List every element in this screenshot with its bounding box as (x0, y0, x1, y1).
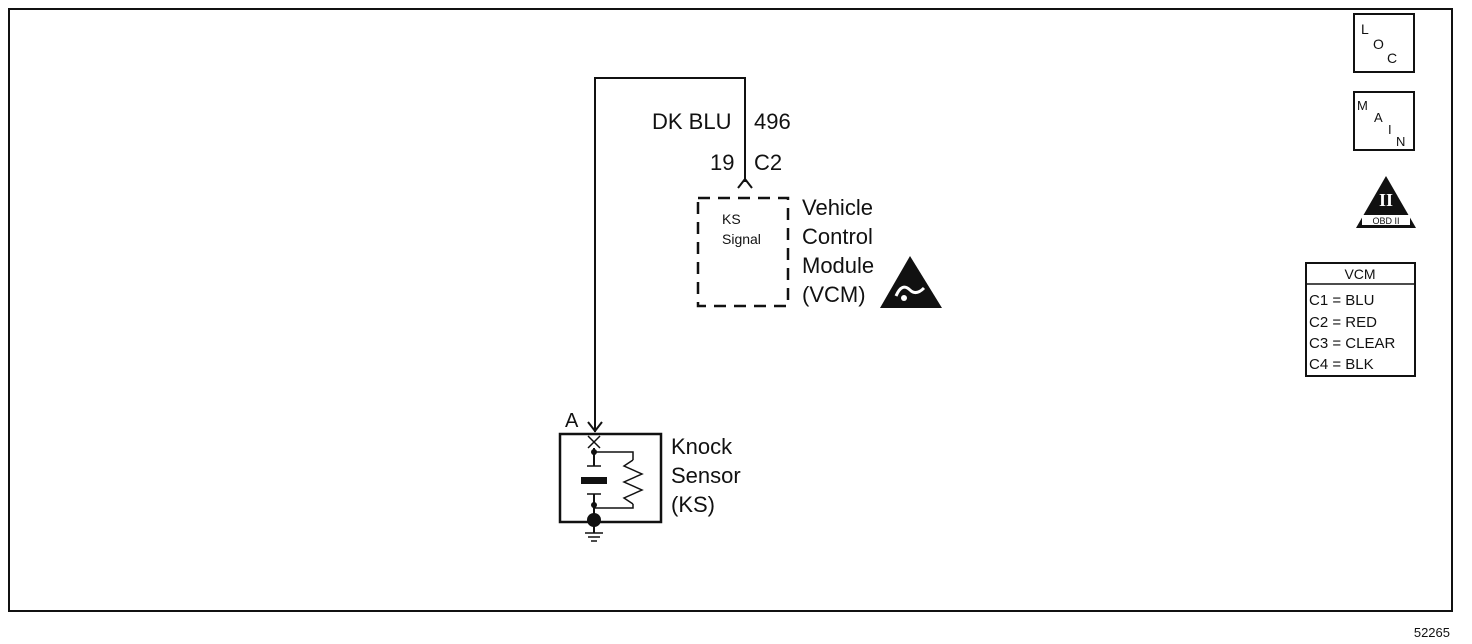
svg-text:O: O (1373, 36, 1384, 52)
legend-row: C3 = CLEAR (1309, 335, 1395, 352)
vcm-name-line2: Control (802, 224, 873, 249)
legend-row: C1 = BLU (1309, 292, 1374, 309)
vcm-name-line3: Module (802, 253, 874, 278)
connector-label: C2 (754, 150, 782, 175)
sensor-name-line1: Knock (671, 434, 733, 459)
pin-number-label: 19 (710, 150, 734, 175)
knock-sensor-box (558, 432, 663, 524)
wire-496 (587, 77, 753, 433)
svg-text:II: II (1379, 190, 1393, 210)
legend-row: C2 = RED (1309, 314, 1377, 331)
circuit-number-label: 496 (754, 109, 791, 134)
vcm-module-box (696, 196, 790, 308)
svg-text:N: N (1396, 134, 1405, 149)
sensor-name-line3: (KS) (671, 492, 715, 517)
diagram-frame (8, 8, 1453, 612)
main-icon: M A I N (1353, 91, 1415, 151)
obd-ii-icon: II OBD II (1356, 176, 1416, 228)
svg-text:L: L (1361, 21, 1369, 37)
svg-text:A: A (1374, 110, 1383, 125)
sensor-internal-circuit (581, 435, 644, 542)
legend-title: VCM (1344, 266, 1375, 282)
ks-signal-label-line2: Signal (722, 231, 761, 247)
legend-row: C4 = BLK (1309, 356, 1374, 373)
figure-number: 52265 (1414, 625, 1450, 640)
loc-icon: L O C (1353, 13, 1415, 73)
vcm-name-line1: Vehicle (802, 195, 873, 220)
sensor-terminal-label: A (565, 410, 579, 432)
ks-signal-label-line1: KS (722, 211, 741, 227)
connector-legend: VCM C1 = BLU C2 = RED C3 = CLEAR C4 = BL… (1305, 262, 1416, 377)
sensor-name-line2: Sensor (671, 463, 741, 488)
wire-color-label: DK BLU (652, 109, 731, 134)
resistor-icon (622, 459, 644, 505)
vcm-name-line4: (VCM) (802, 282, 866, 307)
svg-text:M: M (1357, 98, 1368, 113)
esd-warning-icon (880, 256, 942, 308)
piezo-element-icon (581, 465, 607, 495)
svg-text:I: I (1388, 122, 1392, 137)
svg-text:C: C (1387, 50, 1397, 66)
svg-text:OBD II: OBD II (1372, 216, 1399, 226)
ground-icon (585, 532, 603, 542)
